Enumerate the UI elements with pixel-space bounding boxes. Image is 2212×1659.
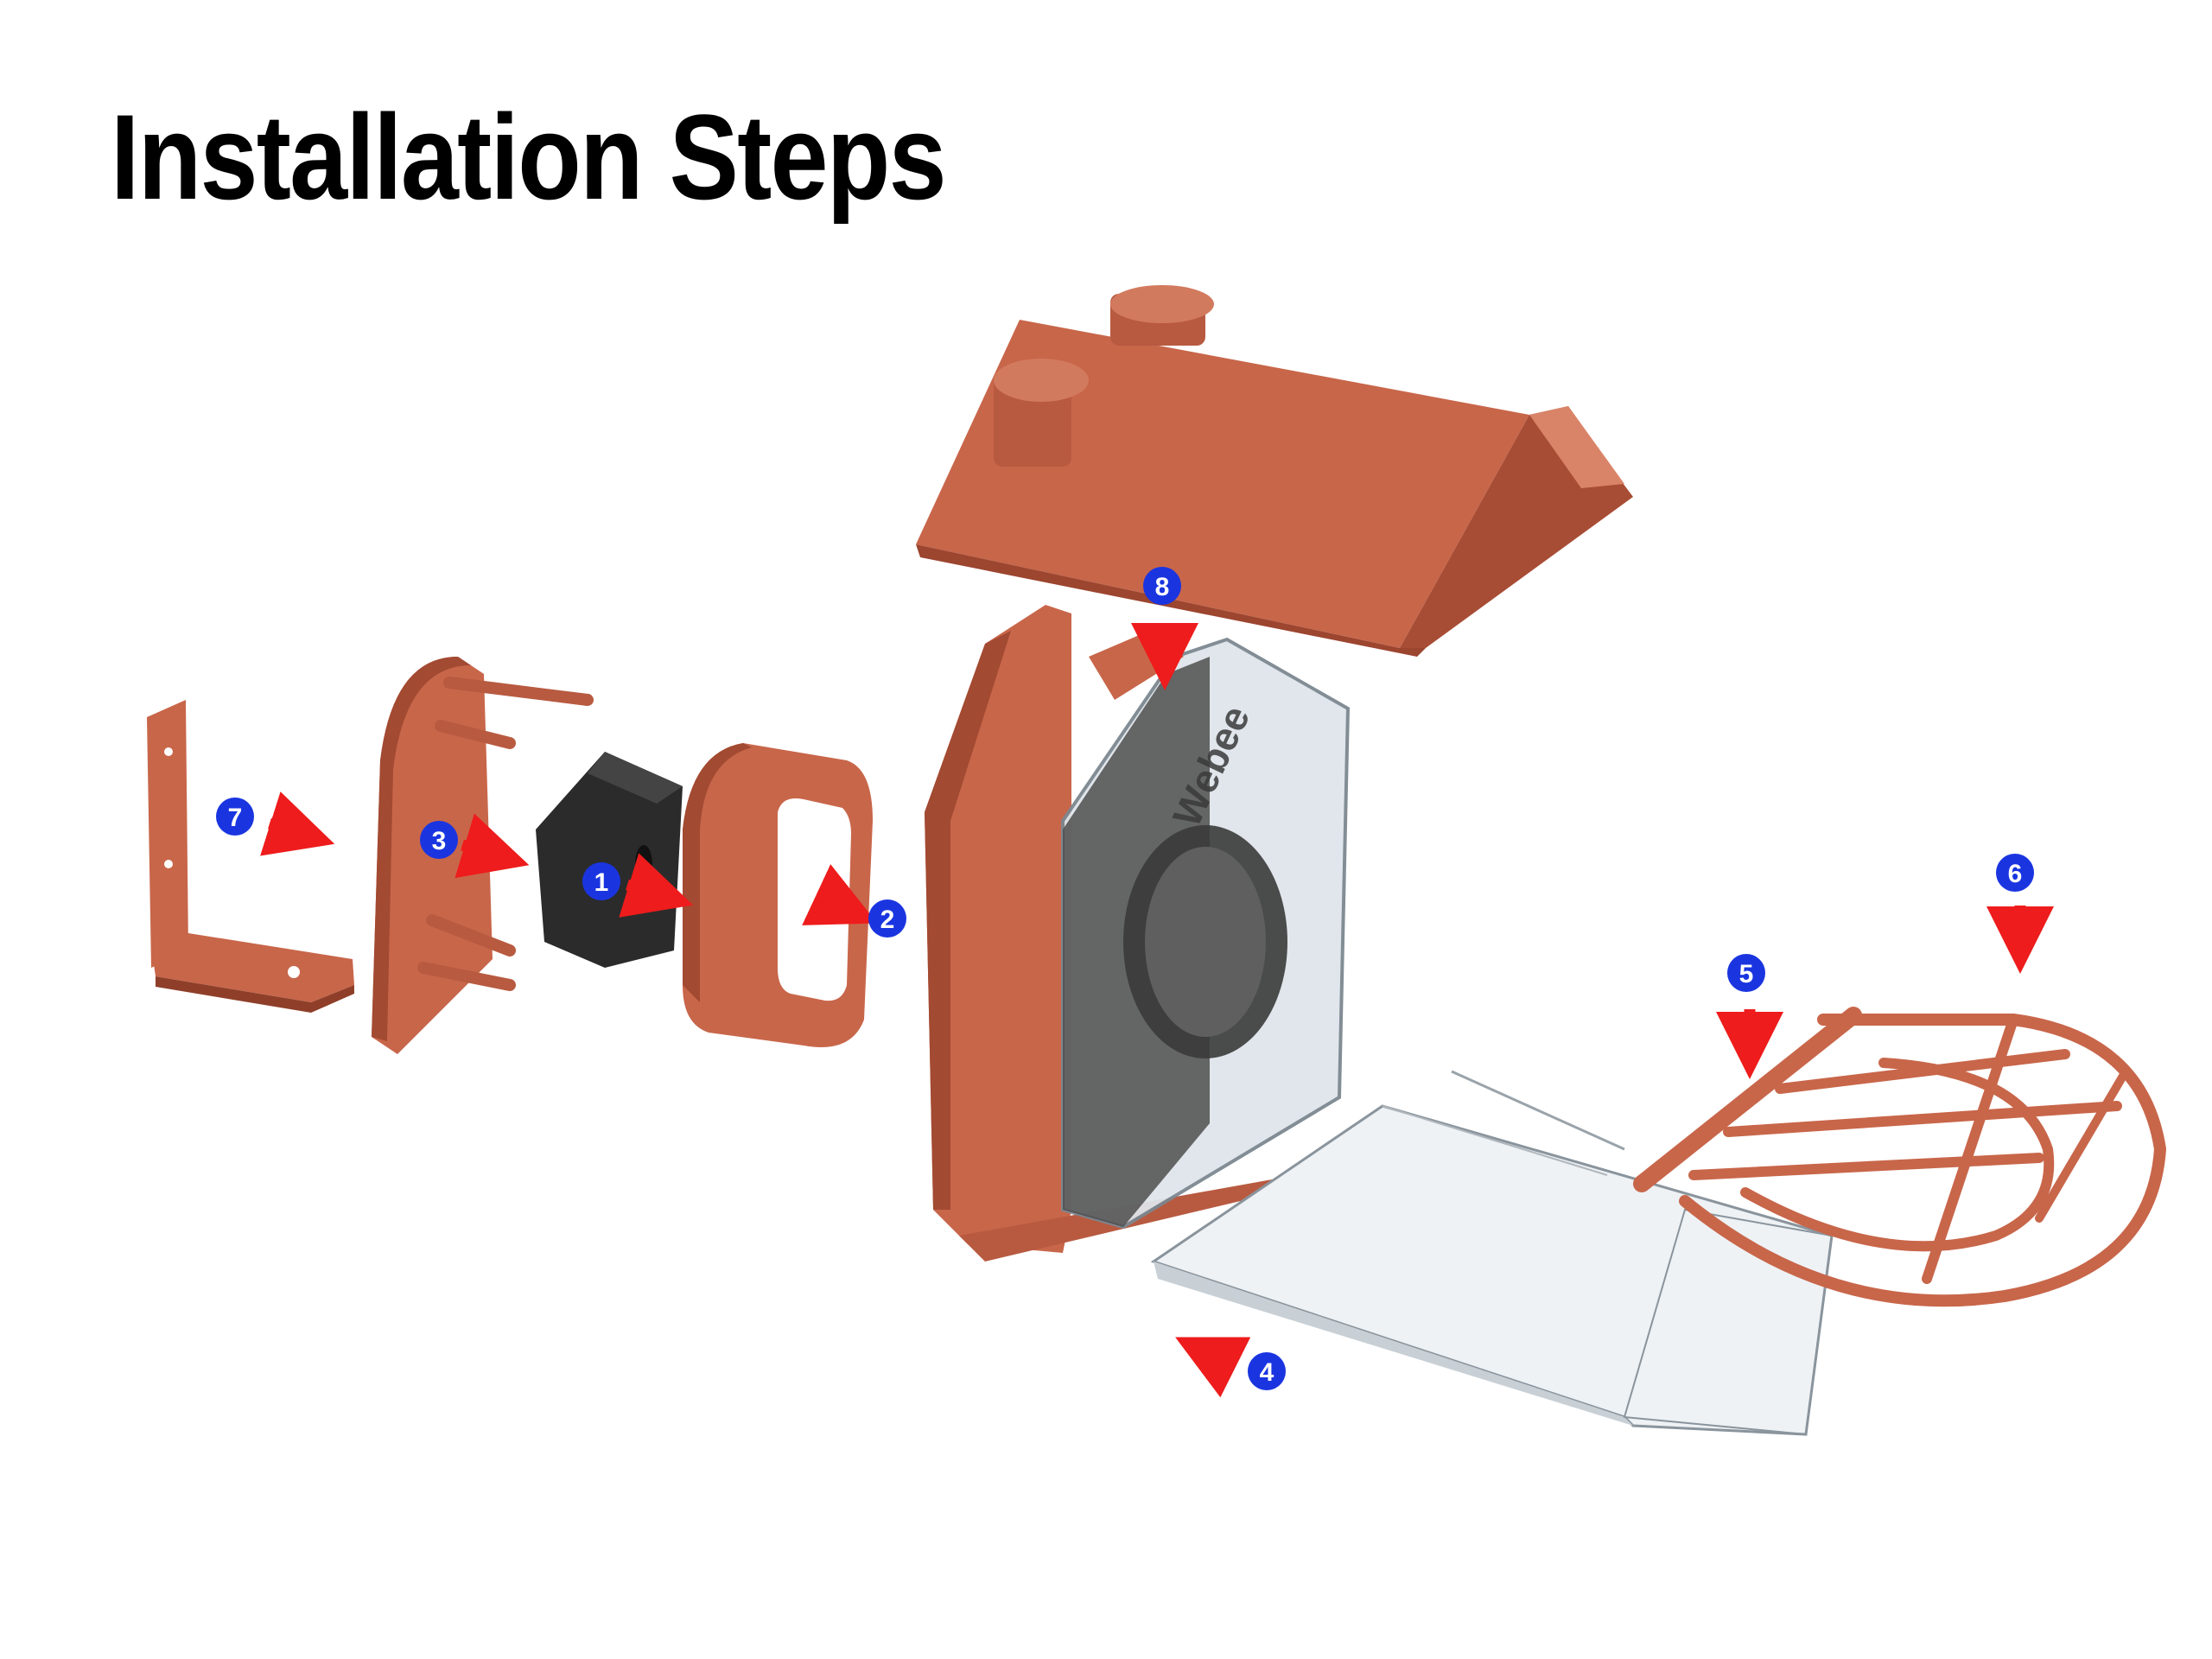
roof-chimney-back <box>1110 285 1214 346</box>
svg-text:7: 7 <box>228 804 243 832</box>
roof-part <box>916 285 1633 657</box>
arrow-step-4 <box>1175 1337 1251 1398</box>
step-marker-3: 3 <box>420 821 458 859</box>
svg-text:6: 6 <box>2008 860 2023 888</box>
step-marker-8: 8 <box>1143 567 1181 605</box>
arrow-step-7 <box>260 791 335 856</box>
svg-text:8: 8 <box>1155 573 1170 601</box>
roof-chimney-front <box>994 359 1089 467</box>
step-marker-4: 4 <box>1248 1352 1286 1390</box>
clear-tray <box>1150 1070 1834 1436</box>
page-title: Installation Steps <box>111 89 947 225</box>
black-block <box>536 752 683 968</box>
svg-text:2: 2 <box>880 906 895 934</box>
step-arrows <box>260 623 2054 1398</box>
perch-frame <box>1633 1007 2167 1307</box>
wall-bracket <box>147 700 354 1013</box>
arrow-step-2 <box>802 864 878 925</box>
arrow-step-1 <box>619 853 694 918</box>
step-marker-1: 1 <box>582 862 620 900</box>
step-marker-5: 5 <box>1727 954 1765 992</box>
arrow-step-3 <box>454 813 530 879</box>
svg-text:5: 5 <box>1739 960 1754 988</box>
step-marker-6: 6 <box>1996 854 2034 892</box>
step-marker-7: 7 <box>216 798 254 836</box>
svg-text:1: 1 <box>594 868 609 897</box>
step-marker-2: 2 <box>868 899 906 938</box>
svg-text:3: 3 <box>432 827 447 855</box>
entry-ring <box>683 743 873 1047</box>
house-body: Webee <box>925 605 1351 1262</box>
svg-text:4: 4 <box>1260 1358 1274 1387</box>
